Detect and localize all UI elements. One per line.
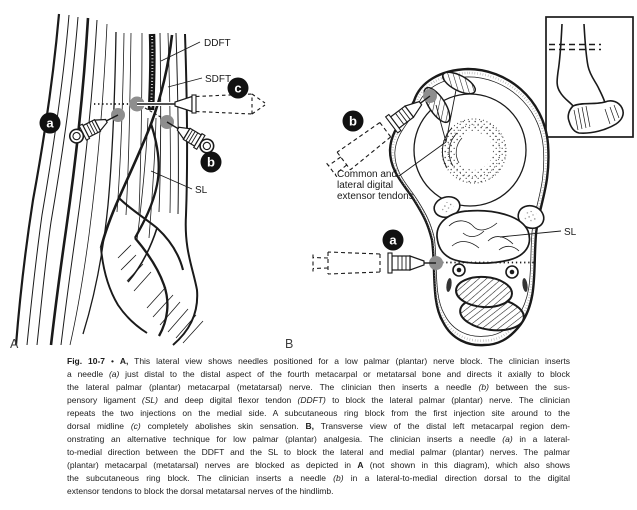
caption-line-4: pensory ligament (SL) and deep digital f… bbox=[67, 395, 570, 405]
section-level-dashes bbox=[549, 43, 601, 51]
caption-line-3: the lateral palmar (plantar) metacarpal … bbox=[67, 382, 570, 392]
caption-line-8: to-medial direction between the DDFT and… bbox=[67, 447, 570, 457]
sl-leader-line bbox=[150, 170, 193, 190]
hidden-needle-path-dashed bbox=[144, 107, 167, 121]
palmar-vessels bbox=[446, 263, 528, 292]
sl-label-b: SL bbox=[564, 227, 577, 238]
sdft-label: SDFT bbox=[205, 74, 231, 85]
svg-text:a: a bbox=[389, 233, 397, 248]
limb-level-inset bbox=[545, 16, 634, 138]
suspensory-ligament-mass bbox=[436, 209, 531, 264]
marker-badge-a: a bbox=[39, 112, 61, 134]
svg-text:b: b bbox=[349, 114, 357, 129]
splint-bones bbox=[433, 195, 545, 230]
caption-line-2: a needle (a) just distal to the distal a… bbox=[67, 369, 570, 379]
ddft-leader-line bbox=[160, 41, 201, 62]
svg-text:a: a bbox=[46, 116, 54, 131]
figure-illustration: DDFT SDFT SL a b c A bbox=[10, 13, 634, 351]
caption-line-5: repeats the two injections on the medial… bbox=[67, 408, 570, 418]
caption-line-9: (plantar) metacarpal (metatarsal) nerves… bbox=[67, 460, 570, 470]
fascia-inner-line bbox=[394, 76, 545, 337]
subcutis-stipple bbox=[391, 71, 548, 342]
extensor-label-line2: lateral digital bbox=[337, 180, 393, 191]
caption-line-7: onstrating an alternative technique for … bbox=[67, 434, 570, 444]
panel-a-letter: A bbox=[10, 337, 19, 351]
marker-badge-a: a bbox=[382, 229, 404, 251]
caption-line-10: the subcutaneous ring block. The clinici… bbox=[67, 473, 570, 483]
ddft-label: DDFT bbox=[204, 38, 231, 49]
extensor-leader-lines bbox=[398, 89, 457, 177]
caption-line-1: Fig. 10-7 • A, This lateral view shows n… bbox=[67, 356, 570, 366]
sl-leader-line-b bbox=[499, 230, 562, 238]
sl-label-a: SL bbox=[195, 185, 208, 196]
needle-c-syringe bbox=[137, 93, 266, 115]
limb-outline-art bbox=[14, 13, 204, 346]
marker-badge-b: b bbox=[200, 151, 222, 173]
svg-text:c: c bbox=[234, 81, 241, 96]
figure-caption: Fig. 10-7 • A, This lateral view shows n… bbox=[67, 355, 570, 498]
medullary-cavity-stipple bbox=[441, 118, 507, 184]
caption-line-11: extensor tendons to block the dorsal met… bbox=[67, 486, 334, 496]
extensor-label-line3: extensor tendons bbox=[337, 191, 414, 202]
sdft-leader-line bbox=[167, 77, 203, 88]
panel-b-letter: B bbox=[285, 337, 293, 351]
panel-b-transverse-view: Common and lateral digital extensor tend… bbox=[285, 67, 577, 351]
panel-a-lateral-view: DDFT SDFT SL a b c A bbox=[10, 13, 266, 351]
svg-text:b: b bbox=[207, 155, 215, 170]
caption-line-6: dorsal midline (c) completely abolishes … bbox=[67, 421, 570, 431]
flexor-tendons-hatched bbox=[455, 275, 525, 332]
marker-badge-b: b bbox=[342, 110, 364, 132]
marker-badge-c: c bbox=[227, 77, 249, 99]
extensor-label-line1: Common and bbox=[337, 169, 397, 180]
needle-a-syringe bbox=[312, 251, 437, 275]
